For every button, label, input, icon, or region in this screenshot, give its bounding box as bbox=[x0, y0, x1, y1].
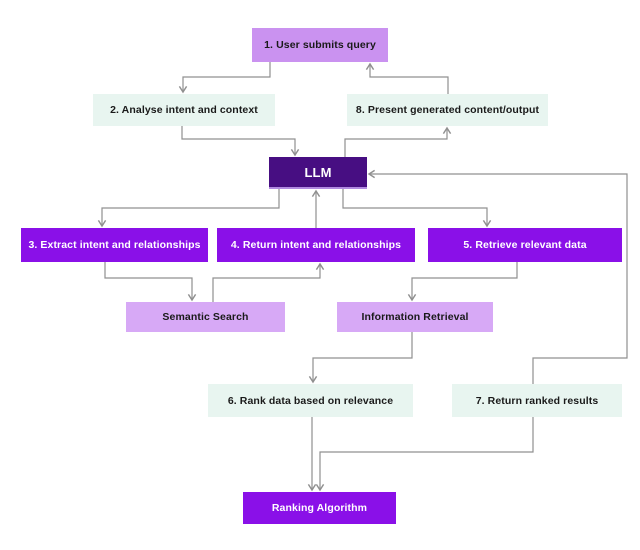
node-present-output-label: 8. Present generated content/output bbox=[355, 104, 540, 116]
edge-retrieve-data-to-information-retrieval bbox=[407, 262, 518, 302]
node-ranking-algorithm: Ranking Algorithm bbox=[243, 492, 396, 524]
node-extract-intent: 3. Extract intent and relationships bbox=[21, 228, 208, 262]
edge-llm-to-retrieve-data bbox=[342, 189, 492, 228]
node-analyse-intent: 2. Analyse intent and context bbox=[93, 94, 275, 126]
node-rank-data-label: 6. Rank data based on relevance bbox=[227, 394, 394, 407]
node-llm: LLM bbox=[269, 157, 367, 189]
node-semantic-search: Semantic Search bbox=[126, 302, 285, 332]
edge-analyse-intent-to-llm bbox=[181, 126, 300, 157]
node-return-intent: 4. Return intent and relationships bbox=[217, 228, 415, 262]
edge-return-ranked-to-llm bbox=[367, 169, 628, 384]
edge-semantic-search-to-return-intent bbox=[212, 262, 325, 302]
node-return-ranked: 7. Return ranked results bbox=[452, 384, 622, 417]
node-user-query: 1. User submits query bbox=[252, 28, 388, 62]
node-analyse-intent-label: 2. Analyse intent and context bbox=[110, 104, 258, 116]
node-extract-intent-label: 3. Extract intent and relationships bbox=[28, 239, 201, 251]
node-llm-label: LLM bbox=[304, 164, 332, 180]
edge-extract-intent-to-semantic-search bbox=[104, 262, 197, 302]
node-return-ranked-label: 7. Return ranked results bbox=[475, 394, 599, 407]
edge-user-query-to-analyse-intent bbox=[178, 62, 271, 94]
node-semantic-search-label: Semantic Search bbox=[162, 311, 249, 323]
edge-llm-to-extract-intent bbox=[97, 189, 280, 228]
edge-return-ranked-to-ranking-algorithm bbox=[315, 417, 534, 492]
node-retrieve-data-label: 5. Retrieve relevant data bbox=[463, 239, 587, 251]
node-user-query-label: 1. User submits query bbox=[264, 39, 376, 51]
node-present-output: 8. Present generated content/output bbox=[347, 94, 548, 126]
edge-information-retrieval-to-rank-data bbox=[308, 332, 413, 384]
node-rank-data: 6. Rank data based on relevance bbox=[208, 384, 413, 417]
node-ranking-algorithm-label: Ranking Algorithm bbox=[271, 502, 368, 514]
edge-llm-to-present-output bbox=[344, 126, 452, 157]
node-information-retrieval: Information Retrieval bbox=[337, 302, 493, 332]
node-information-retrieval-label: Information Retrieval bbox=[361, 311, 469, 323]
edge-present-output-to-user-query bbox=[365, 62, 449, 94]
node-retrieve-data: 5. Retrieve relevant data bbox=[428, 228, 622, 262]
node-return-intent-label: 4. Return intent and relationships bbox=[230, 239, 402, 251]
